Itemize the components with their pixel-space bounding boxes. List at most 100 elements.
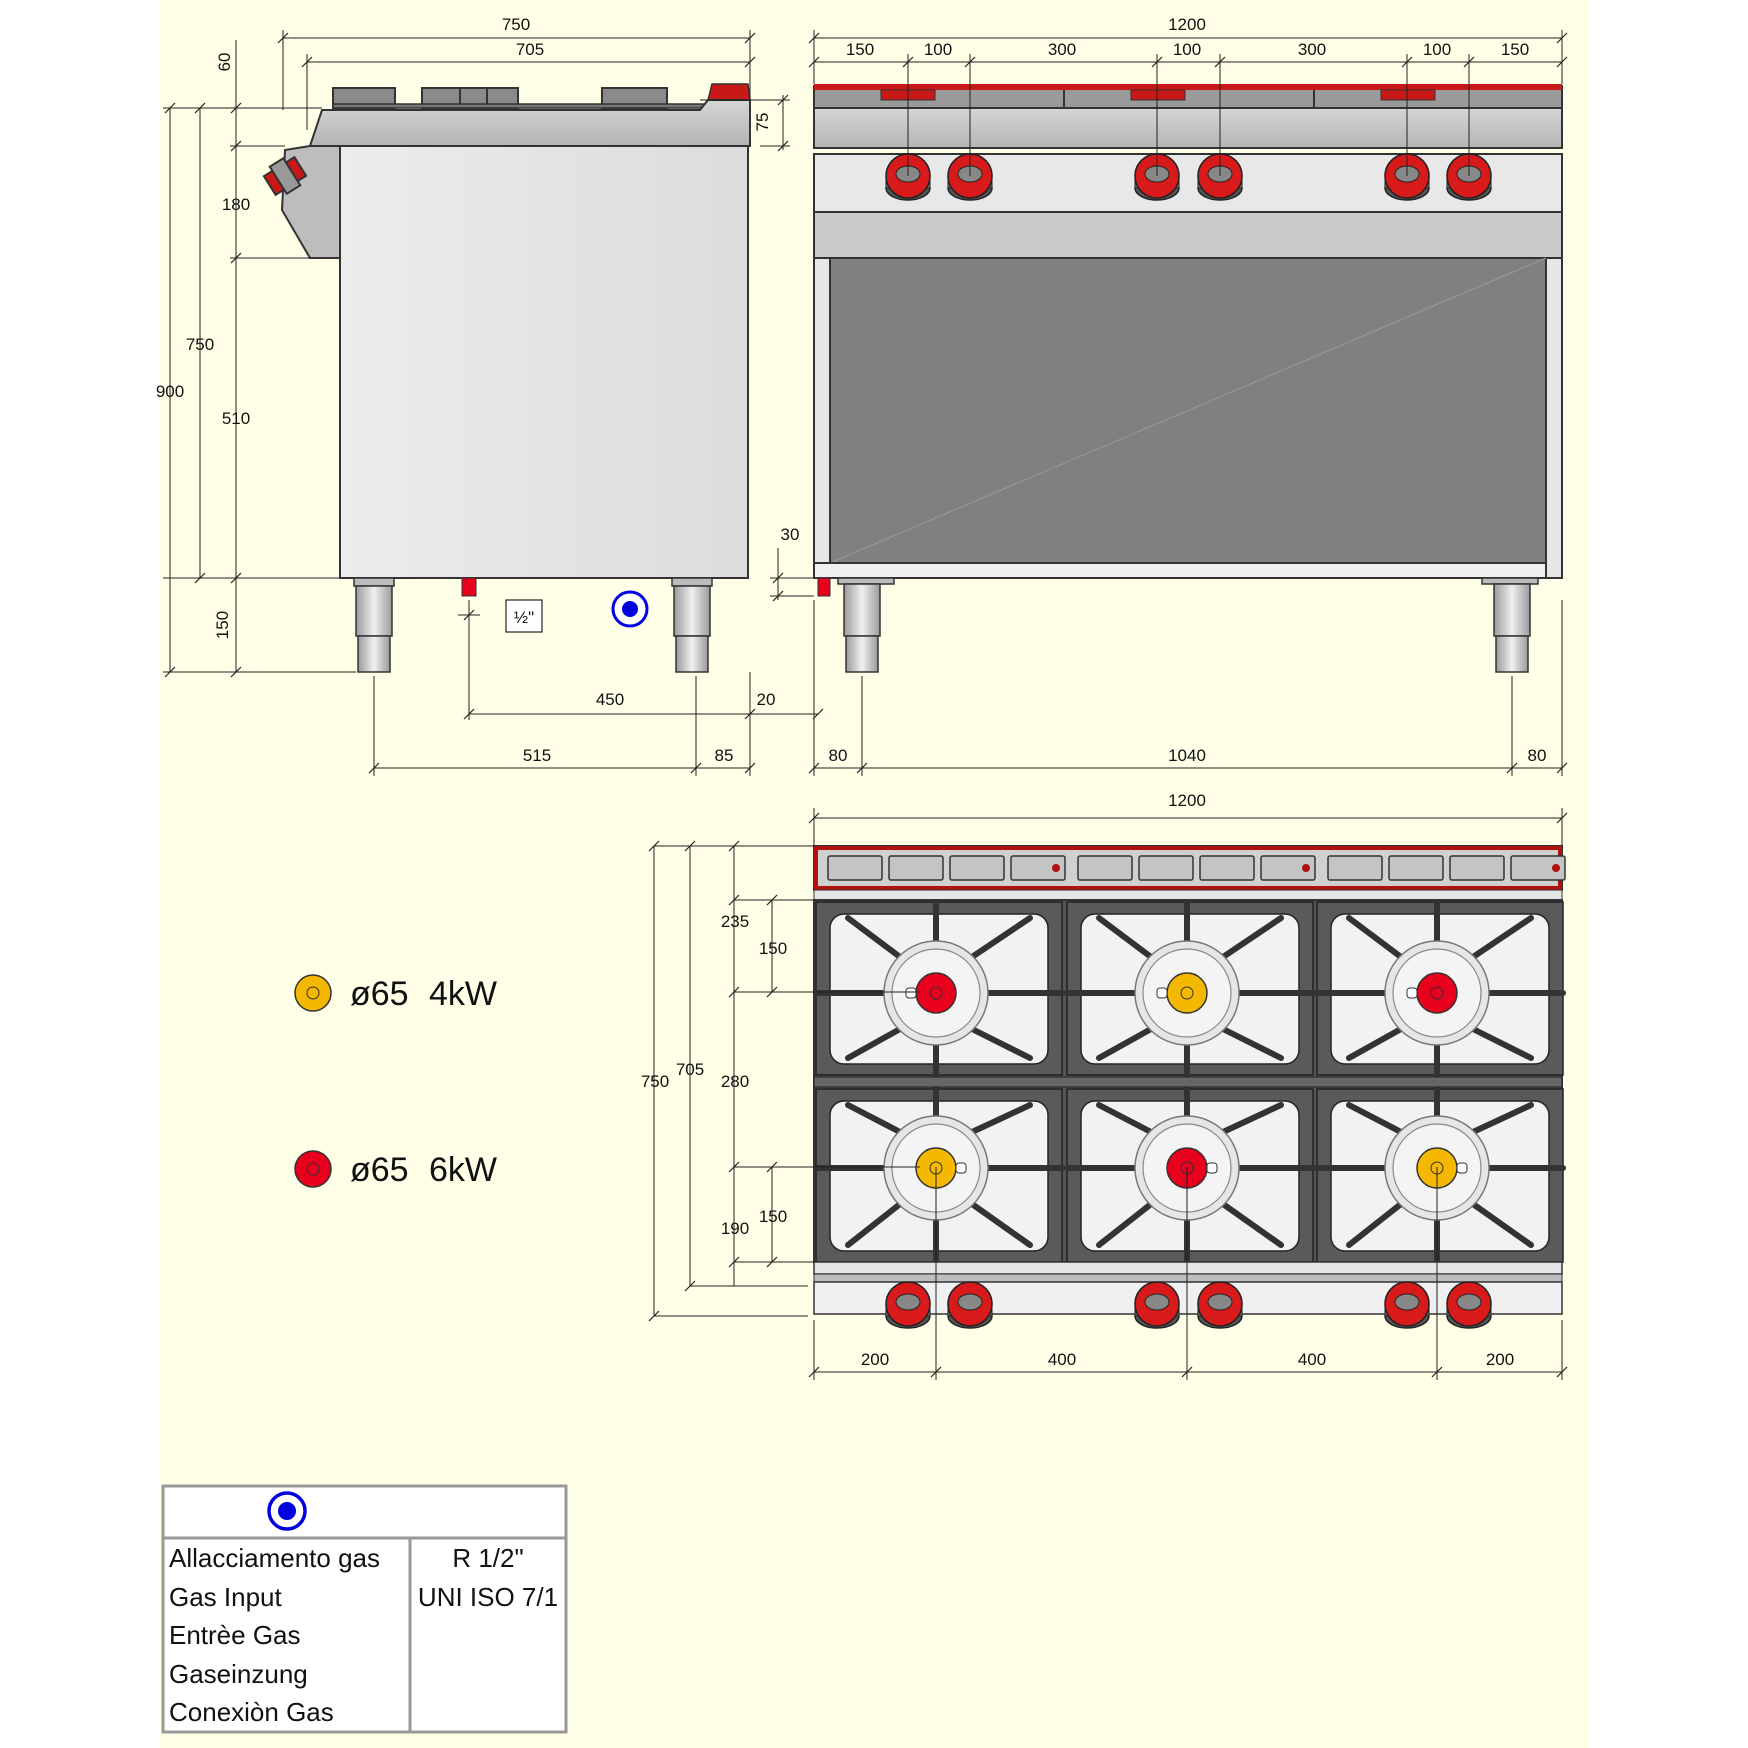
- front-knob-5: [1384, 153, 1430, 201]
- dimension-tick: [728, 894, 740, 906]
- grate-arm: [1096, 1026, 1154, 1061]
- top-knobs: [885, 1281, 1492, 1329]
- dim-side-body-height: 750: [186, 335, 214, 354]
- dimension-tick: [808, 1366, 820, 1378]
- dimension-tick: [777, 140, 789, 152]
- dimension-tick: [728, 1161, 740, 1173]
- grate-arm: [1470, 915, 1534, 960]
- dim-side-top-inner: 705: [516, 40, 544, 59]
- dimension-tick: [1506, 762, 1518, 774]
- legend-diameter-6kw: ø65: [350, 1151, 409, 1189]
- dimension-labels: 750 705 60 75 180 750 900 510 150 ½" 450…: [156, 15, 1547, 1369]
- thermocouple: [905, 987, 917, 999]
- grate-arm: [845, 915, 903, 960]
- dim-front-leg-edge-left: 80: [829, 746, 848, 765]
- dim-top-bottom-2: 400: [1048, 1350, 1076, 1369]
- dimension-tick: [1463, 56, 1475, 68]
- dim-side-top-offset: 60: [215, 53, 234, 72]
- table-label-fr: Entrèe Gas: [169, 1620, 301, 1650]
- gas-connection-icon: [611, 590, 649, 628]
- burner-legend: ø65 4kW ø65 6kW: [294, 974, 497, 1189]
- front-view: [813, 84, 1563, 673]
- dim-front-spacing-2: 100: [924, 40, 952, 59]
- dim-top-depth-total: 750: [641, 1072, 669, 1091]
- dimension-tick: [766, 1256, 778, 1268]
- flue-slot: [1199, 855, 1255, 881]
- dim-side-panel-height: 180: [222, 195, 250, 214]
- dimension-tick: [1556, 1366, 1568, 1378]
- table-value-standard: UNI ISO 7/1: [418, 1582, 558, 1612]
- grate-arm: [1220, 1102, 1284, 1135]
- dim-front-spacing-7: 150: [1501, 40, 1529, 59]
- dimension-tick: [808, 32, 820, 44]
- grate-arm: [969, 1026, 1033, 1061]
- top-knob-6: [1446, 1281, 1492, 1329]
- dimension-tick: [684, 840, 696, 852]
- dim-front-total-width: 1200: [1168, 15, 1206, 34]
- legend-power-4kw: 4kW: [429, 975, 497, 1013]
- dimension-tick: [1431, 1366, 1443, 1378]
- flue-slot: [1327, 855, 1383, 881]
- grate-arm: [845, 1026, 903, 1061]
- flue-slot: [827, 855, 883, 881]
- dimension-tick: [648, 840, 660, 852]
- dim-side-inlet-size: ½": [514, 608, 534, 627]
- dimension-tick: [194, 572, 206, 584]
- thermocouple: [1156, 987, 1168, 999]
- top-knob-2: [947, 1281, 993, 1329]
- dimension-tick: [368, 762, 380, 774]
- dim-front-inlet-height: 30: [781, 525, 800, 544]
- grate-arm: [1220, 915, 1284, 960]
- dim-front-spacing-3: 300: [1048, 40, 1076, 59]
- flue-marker: [1052, 864, 1060, 872]
- flue-marker: [1302, 864, 1310, 872]
- dimension-tick: [744, 708, 756, 720]
- grate-divider: [813, 1076, 1563, 1088]
- dimension-tick: [772, 572, 784, 584]
- gas-connection-table: Allacciamento gas Gas Input Entrèe Gas G…: [161, 1484, 568, 1734]
- dim-front-spacing-6: 100: [1423, 40, 1451, 59]
- burner-4kw-icon: [1166, 972, 1208, 1014]
- flue-slot: [1510, 855, 1566, 881]
- dimension-tick: [164, 102, 176, 114]
- dimension-tick: [463, 708, 475, 720]
- dimension-tick: [1151, 56, 1163, 68]
- inlet-size-box: [505, 599, 543, 633]
- dim-top-235: 235: [721, 912, 749, 931]
- dimension-tick: [194, 102, 206, 114]
- table-label-es: Conexiòn Gas: [169, 1697, 334, 1727]
- dim-side-inlet-edge: 20: [757, 690, 776, 709]
- legend-diameter-4kw: ø65: [350, 975, 409, 1013]
- dimension-tick: [230, 140, 242, 152]
- dim-top-280: 280: [721, 1072, 749, 1091]
- front-view-dimensions: [770, 30, 1563, 776]
- flue-slot: [1138, 855, 1194, 881]
- gas-connection-icon: [267, 1491, 307, 1531]
- dimension-tick: [964, 56, 976, 68]
- dimension-tick: [766, 1161, 778, 1173]
- flue-slot: [1260, 855, 1316, 881]
- dim-side-top-thickness: 75: [753, 113, 772, 132]
- dimension-tick: [1214, 56, 1226, 68]
- flue-slot: [1449, 855, 1505, 881]
- grate-arm: [845, 1102, 903, 1135]
- legend-item-4kw: ø65 4kW: [294, 974, 497, 1013]
- dimension-tick: [690, 762, 702, 774]
- grate-arm: [1346, 1102, 1404, 1135]
- legend-power-6kw: 6kW: [429, 1151, 497, 1189]
- dim-top-150-top: 150: [759, 939, 787, 958]
- dimension-tick: [164, 666, 176, 678]
- grate-arm: [1096, 1201, 1154, 1248]
- dimension-tick: [777, 94, 789, 106]
- table-label-it: Allacciamento gas: [169, 1543, 380, 1573]
- thermocouple: [1456, 1162, 1468, 1174]
- dimension-tick: [856, 762, 868, 774]
- side-view-dimensions: [163, 30, 818, 776]
- flue-slot: [1388, 855, 1444, 881]
- grate-arm: [969, 915, 1033, 960]
- dim-top-190: 190: [721, 1219, 749, 1238]
- dimension-tick: [812, 708, 824, 720]
- dimension-tick: [1556, 762, 1568, 774]
- table-value-thread: R 1/2": [452, 1543, 523, 1573]
